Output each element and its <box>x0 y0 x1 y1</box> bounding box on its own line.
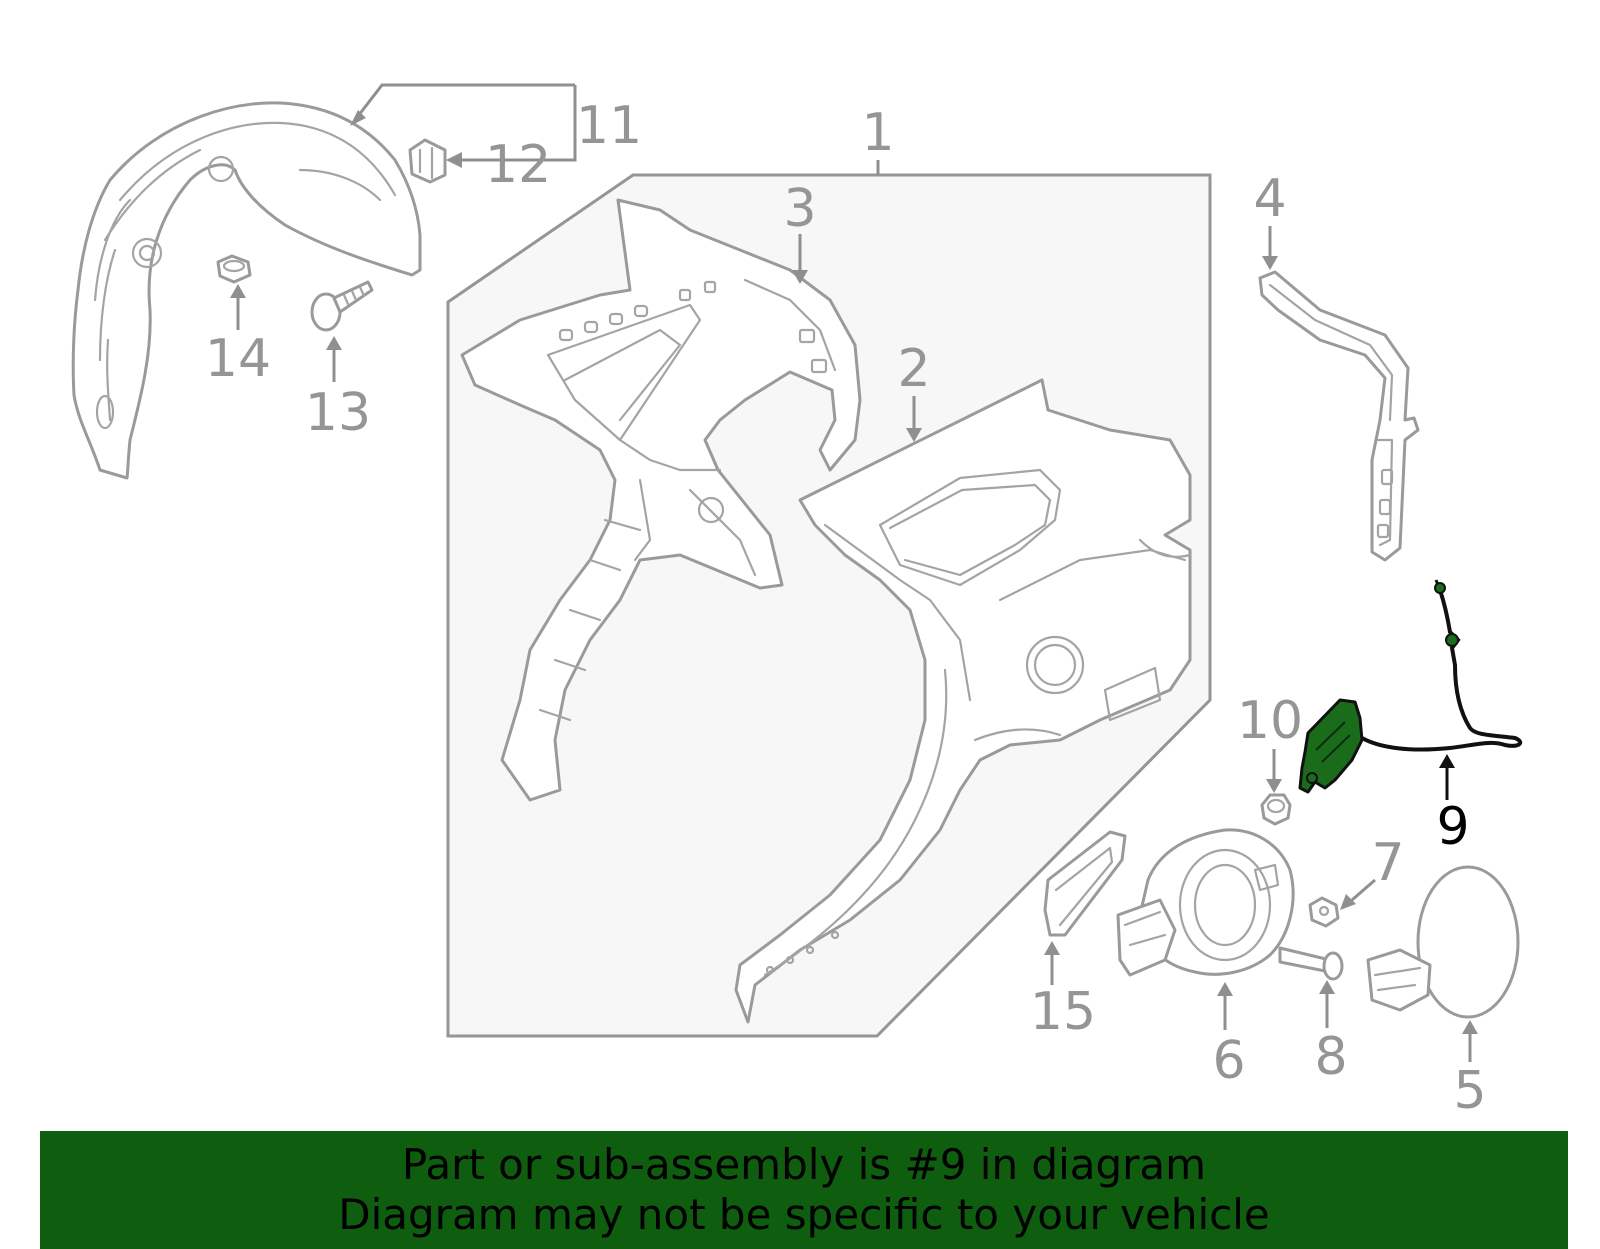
outer-quarter-panel-part-2 <box>734 378 1192 1024</box>
fuel-door-actuator-part-9 <box>1298 579 1523 794</box>
callout-9: 9 <box>1436 797 1469 857</box>
screw-part-13 <box>310 280 374 332</box>
bolt-part-8 <box>1278 946 1344 981</box>
callout-14: 14 <box>205 329 271 389</box>
bracket-part-15 <box>1043 830 1127 937</box>
fuel-filler-housing-part-6 <box>1116 828 1295 977</box>
inner-quarter-panel-part-3 <box>460 198 862 802</box>
clip-part-12 <box>408 138 447 184</box>
callout-11: 11 <box>576 96 642 156</box>
callout-8: 8 <box>1314 1027 1347 1087</box>
callout-1: 1 <box>861 103 894 163</box>
callout-15: 15 <box>1030 982 1096 1042</box>
callout-12: 12 <box>485 135 551 195</box>
clip-part-7 <box>1308 896 1340 928</box>
banner-line-part-number: Part or sub-assembly is #9 in diagram <box>401 1140 1207 1189</box>
callout-2: 2 <box>897 339 930 399</box>
reinforcement-bracket-part-4 <box>1258 270 1420 562</box>
callout-13: 13 <box>305 383 371 443</box>
callout-7: 7 <box>1371 833 1404 893</box>
callout-10: 10 <box>1237 691 1303 751</box>
grommet-part-10 <box>1260 793 1292 826</box>
callout-3: 3 <box>783 179 816 239</box>
wheel-house-liner-part <box>71 101 422 480</box>
fuel-door-part-5 <box>1366 865 1520 1019</box>
leader-lines <box>230 83 1478 1062</box>
banner-line-disclaimer: Diagram may not be specific to your vehi… <box>338 1190 1270 1239</box>
callout-4: 4 <box>1253 169 1286 229</box>
nut-part-14 <box>216 254 252 284</box>
callout-5: 5 <box>1453 1061 1486 1121</box>
parts-diagram: 1 2 3 4 5 6 7 8 9 10 11 12 13 14 15 <box>71 83 1523 1121</box>
callout-6: 6 <box>1212 1031 1245 1091</box>
info-banner: Part or sub-assembly is #9 in diagram Di… <box>40 1131 1568 1249</box>
